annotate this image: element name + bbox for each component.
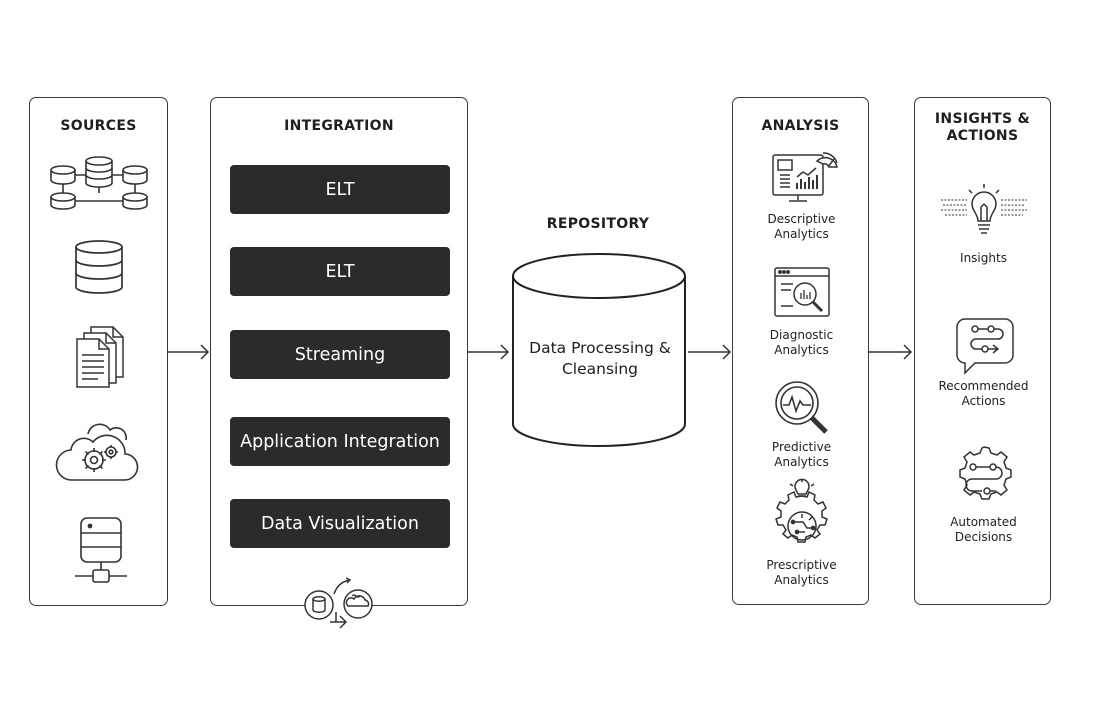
insights-label-recommended-line1: Recommended xyxy=(938,379,1029,393)
integration-item-data-visualization[interactable]: Data Visualization xyxy=(230,499,450,548)
analysis-label-prescriptive-line1: Prescriptive xyxy=(766,558,837,572)
insights-label-automated-line2: Decisions xyxy=(954,530,1013,544)
analysis-label-predictive-line2: Analytics xyxy=(774,455,829,469)
analysis-label-descriptive: Descriptive Analytics xyxy=(733,212,870,242)
analysis-label-prescriptive: Prescriptive Analytics xyxy=(733,558,870,588)
arrow-sources-to-integration xyxy=(168,344,210,360)
sources-title: SOURCES xyxy=(60,118,137,134)
analysis-label-predictive: Predictive Analytics xyxy=(733,440,870,470)
arrow-analysis-to-insights xyxy=(869,344,913,360)
insights-label-insights: Insights xyxy=(915,251,1052,266)
repository-title: REPOSITORY xyxy=(546,216,650,232)
integration-item-application-integration[interactable]: Application Integration xyxy=(230,417,450,466)
repository-label-line1: Data Processing & xyxy=(529,339,671,357)
insights-title-line1: INSIGHTS & xyxy=(934,111,1031,127)
gear-bulb-icon xyxy=(769,482,835,554)
documents-icon xyxy=(75,325,127,389)
insights-label-insights-line1: Insights xyxy=(960,251,1007,265)
database-network-icon xyxy=(49,153,149,211)
repository-label: Data Processing & Cleansing xyxy=(512,338,688,380)
dashboard-chart-icon xyxy=(771,149,839,205)
analysis-panel: ANALYSIS Descriptive Analytics Diagnosti… xyxy=(732,97,869,605)
insights-label-automated-line1: Automated xyxy=(950,515,1017,529)
analysis-label-descriptive-line2: Analytics xyxy=(774,227,829,241)
analysis-label-predictive-line1: Predictive xyxy=(771,440,832,454)
integration-item-elt-2[interactable]: ELT xyxy=(230,247,450,296)
database-icon xyxy=(74,240,124,294)
insights-title: INSIGHTS & ACTIONS xyxy=(915,111,1050,145)
server-network-icon xyxy=(73,516,129,588)
data-flow-icon xyxy=(300,578,380,634)
browser-magnifier-icon xyxy=(773,266,833,320)
insights-panel: INSIGHTS & ACTIONS Insights Recommended … xyxy=(914,97,1051,605)
analysis-label-descriptive-line1: Descriptive xyxy=(767,212,836,226)
lightbulb-binary-icon xyxy=(939,184,1029,242)
magnifier-pulse-icon xyxy=(773,379,831,437)
insights-label-automated: Automated Decisions xyxy=(915,515,1052,545)
analysis-label-diagnostic: Diagnostic Analytics xyxy=(733,328,870,358)
sources-panel: SOURCES xyxy=(29,97,168,606)
repository-label-line2: Cleansing xyxy=(561,360,639,378)
gear-workflow-icon xyxy=(951,445,1017,509)
insights-label-recommended-line2: Actions xyxy=(961,394,1006,408)
integration-panel: INTEGRATION ELT ELT Streaming Applicatio… xyxy=(210,97,468,606)
analysis-label-diagnostic-line1: Diagnostic xyxy=(769,328,834,342)
insights-label-recommended: Recommended Actions xyxy=(915,379,1052,409)
integration-title: INTEGRATION xyxy=(284,118,394,134)
analysis-label-prescriptive-line2: Analytics xyxy=(774,573,829,587)
analysis-title: ANALYSIS xyxy=(761,118,840,134)
integration-item-streaming[interactable]: Streaming xyxy=(230,330,450,379)
arrow-repository-to-analysis xyxy=(688,344,732,360)
repository-cylinder xyxy=(510,252,688,448)
arrow-integration-to-repository xyxy=(468,344,510,360)
insights-title-line2: ACTIONS xyxy=(946,128,1019,144)
chat-workflow-icon xyxy=(955,317,1015,375)
cloud-gear-icon xyxy=(56,420,138,484)
analysis-label-diagnostic-line2: Analytics xyxy=(774,343,829,357)
integration-item-elt-1[interactable]: ELT xyxy=(230,165,450,214)
